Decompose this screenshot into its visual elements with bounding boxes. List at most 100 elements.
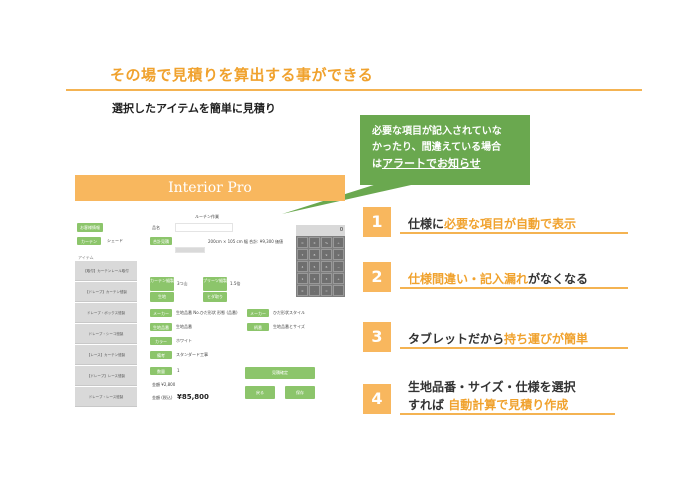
feature-text-line: 生地品番・サイズ・仕様を選択 (408, 380, 576, 394)
calc-key[interactable]: 5 (309, 261, 320, 272)
callout-highlight: アラートでお知らせ (382, 157, 481, 170)
calc-key[interactable]: = (321, 285, 332, 296)
back-button[interactable]: 戻る (245, 386, 275, 399)
feature-text: タブレットだから持ち運びが簡単 (408, 330, 588, 347)
callout-prefix: は (372, 159, 382, 170)
feature-underline (400, 413, 615, 415)
amount-tax-label: 金額 (税込) (152, 395, 173, 400)
feature-item: 1 仕様に必要な項目が自動で表示 (360, 207, 650, 243)
feature-text-part: すれば (408, 398, 449, 412)
option-value-2: 1.5倍 (230, 281, 241, 286)
calc-key[interactable]: 7 (297, 249, 308, 260)
qty-button[interactable]: 数量 (150, 367, 172, 375)
calc-key[interactable]: 3 (321, 273, 332, 284)
screen-title: ルーチン作業 (195, 214, 219, 219)
calc-key[interactable]: + (333, 273, 344, 284)
feature-underline (400, 347, 628, 349)
calc-key[interactable]: 1 (297, 273, 308, 284)
calc-key[interactable]: × (333, 249, 344, 260)
fabric-value: ホワイト (176, 338, 192, 343)
feature-highlight: 必要な項目が自動で表示 (444, 217, 577, 231)
total-button[interactable]: 合計見積 (150, 237, 172, 245)
sidebar-item[interactable]: ドレープ・シーコ縫製 (75, 324, 137, 344)
tab-curtain[interactable]: カーテン (77, 237, 101, 245)
app-screenshot: Interior Pro ルーチン作業 お客様情報 カーテン シェード アイテム… (75, 175, 345, 407)
calc-key[interactable]: ± (309, 237, 320, 248)
title-divider (66, 89, 642, 91)
calc-key[interactable]: . (309, 285, 320, 296)
size-field[interactable] (175, 247, 205, 253)
estimate-price: ¥85,800 (177, 393, 209, 401)
calc-key[interactable]: % (321, 237, 332, 248)
option-button-3[interactable]: 生地 (150, 292, 174, 302)
calc-display: 0 (296, 225, 345, 236)
fabric-label-button[interactable]: 備考 (150, 351, 172, 359)
calc-key[interactable]: 6 (321, 261, 332, 272)
calc-key[interactable]: 8 (309, 249, 320, 260)
size-summary: 200cm × 105 cm 幅 合計: ¥9,300 価値 (208, 239, 284, 244)
calc-key[interactable]: ÷ (333, 237, 344, 248)
option-button-4[interactable]: ヒダ取り (203, 292, 227, 302)
name-input[interactable] (175, 223, 233, 232)
feature-text: 仕様間違い・記入漏れがなくなる (408, 270, 588, 287)
option-value-1: 3つ山 (177, 281, 188, 286)
feature-highlight: 持ち運びが簡単 (504, 332, 589, 346)
feature-text-part: がなくなる (528, 272, 589, 286)
calc-key[interactable]: 0 (297, 285, 308, 296)
feature-text-part: タブレットだから (408, 332, 505, 346)
sidebar-item[interactable]: 【取付】カーテンレール取付 (75, 261, 137, 281)
feature-underline (400, 287, 628, 289)
fabric-label-button[interactable]: メーカー (247, 309, 269, 317)
sidebar-item[interactable]: 【ドレープ】レース縫製 (75, 366, 137, 386)
feature-number-badge: 1 (363, 207, 391, 237)
feature-item: 3 タブレットだから持ち運びが簡単 (360, 322, 650, 358)
confirm-button[interactable]: 見積確定 (245, 367, 315, 379)
feature-number-badge: 4 (363, 384, 391, 414)
sidebar-item[interactable]: ドレープ・ボックス縫製 (75, 303, 137, 323)
feature-highlight: 仕様間違い・記入漏れ (408, 272, 529, 286)
callout-line-3: はアラートでお知らせ (372, 156, 522, 173)
customer-button[interactable]: お客様情報 (77, 223, 103, 232)
fabric-value: 生地品番 (176, 324, 192, 329)
fabric-label-button[interactable]: カラー (150, 337, 172, 345)
feature-number-badge: 2 (363, 262, 391, 292)
sidebar-item[interactable]: 【レース】カーテン縫製 (75, 345, 137, 365)
feature-item: 2 仕様間違い・記入漏れがなくなる (360, 262, 650, 298)
slide-title: その場で見積りを算出する事ができる (110, 66, 374, 84)
feature-item: 4 生地品番・サイズ・仕様を選択すれば 自動計算で見積り作成 (360, 378, 650, 415)
fabric-value: ひだ形状スタイル (273, 310, 305, 315)
amount-line: 金額 ¥2,800 (152, 382, 176, 387)
tab-shade[interactable]: シェード (107, 238, 123, 243)
fabric-label-button[interactable]: 生地品番 (150, 323, 172, 331)
sidebar-header: アイテム (78, 255, 94, 260)
feature-text: すれば 自動計算で見積り作成 (408, 396, 568, 413)
calc-key[interactable]: 9 (321, 249, 332, 260)
fabric-value: 生地品番とサイズ (273, 324, 305, 329)
calc-key[interactable] (333, 285, 344, 296)
feature-highlight: 自動計算で見積り作成 (448, 398, 569, 412)
feature-number-badge: 3 (363, 322, 391, 352)
slide-subtitle: 選択したアイテムを簡単に見積り (112, 102, 276, 115)
calc-key[interactable]: 2 (309, 273, 320, 284)
sidebar-item[interactable]: ドレープ・レース縫製 (75, 387, 137, 407)
sidebar-item[interactable]: 【ドレープ】カーテン縫製 (75, 282, 137, 302)
app-title: Interior Pro (75, 175, 345, 201)
callout-line-2: かったり、間違えている場合 (372, 142, 502, 153)
option-button-1[interactable]: カーテン縫製 (150, 277, 174, 291)
qty-value: 1 (177, 368, 180, 373)
calc-key[interactable]: − (333, 261, 344, 272)
fabric-label-button[interactable]: メーカー (150, 309, 172, 317)
fabric-value: 生地品番 No.ひだ形状 形態 (品番) (176, 310, 238, 315)
calc-key[interactable]: C (297, 237, 308, 248)
feature-text-part: 仕様に (408, 217, 445, 231)
save-button[interactable]: 保存 (285, 386, 315, 399)
calc-key[interactable]: 4 (297, 261, 308, 272)
fabric-value: スタンダード工事 (176, 352, 208, 357)
callout-line-1: 必要な項目が記入されていな (372, 126, 502, 137)
fabric-label-button[interactable]: 柄番 (247, 323, 269, 331)
alert-callout: 必要な項目が記入されていな かったり、間違えている場合 はアラートでお知らせ (360, 115, 530, 185)
feature-underline (400, 232, 628, 234)
name-label: 品名 (152, 225, 160, 230)
option-button-2[interactable]: プリーツ縫製 (203, 277, 227, 291)
